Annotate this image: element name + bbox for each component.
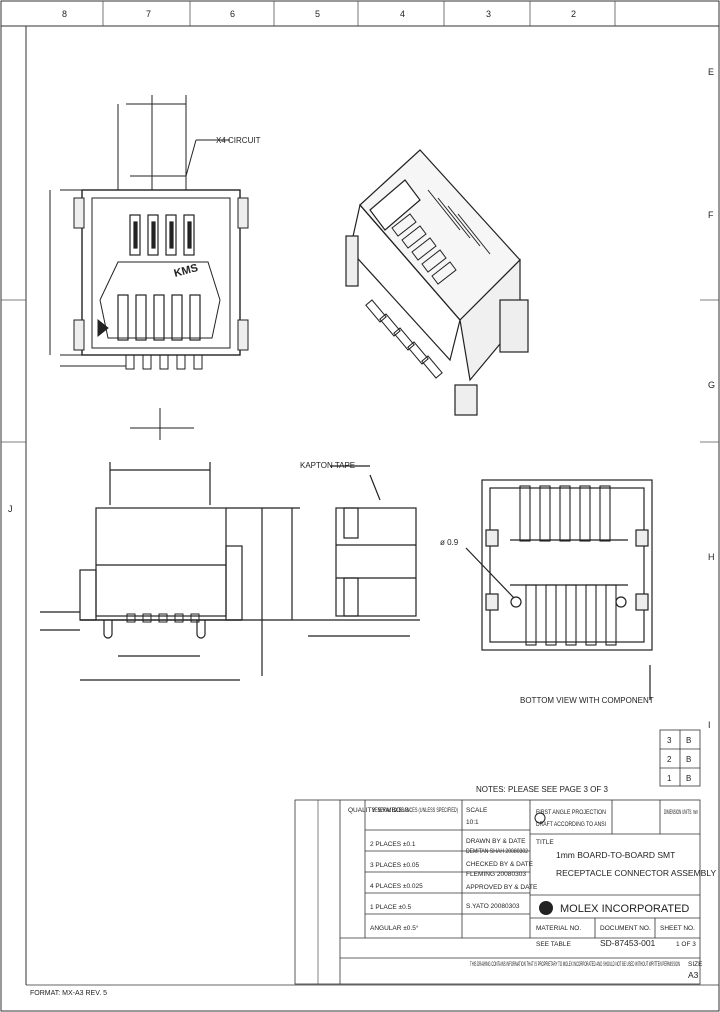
zone-number: 4 [400, 9, 405, 19]
angular-tolerance: ANGULAR ±0.5° [370, 924, 419, 932]
title-label: TITLE [536, 839, 554, 846]
title-line-2: RECEPTACLE CONNECTOR ASSEMBLY [556, 868, 716, 878]
zone-letter: G [708, 380, 715, 390]
zone-number: 6 [230, 9, 235, 19]
document-number: SD-87453-001 [600, 938, 656, 948]
molex-logo-icon [539, 901, 553, 915]
zone-letter: I [708, 720, 711, 730]
zone-letter: E [708, 67, 714, 77]
revision-table [659, 729, 701, 787]
tolerance-3-places: 3 PLACES ±0.05 [370, 862, 419, 869]
scale-label: SCALE [466, 807, 488, 814]
zone-number: 3 [486, 9, 491, 19]
front-view [40, 462, 300, 681]
top-view [49, 95, 249, 440]
zone-number: 7 [146, 9, 151, 19]
isometric-view [345, 149, 529, 416]
rev-letter: B [686, 774, 691, 783]
rev-letter: B [686, 736, 691, 745]
tolerance-1-place: 1 PLACE ±0.5 [370, 904, 412, 911]
size-label: SIZE [688, 961, 703, 968]
zone-number: 5 [315, 9, 320, 19]
approved-label: APPROVED BY & DATE [466, 884, 538, 891]
first-angle-note: FIRST ANGLE PROJECTION [536, 809, 606, 816]
title-line-1: 1mm BOARD-TO-BOARD SMT [556, 850, 675, 860]
drafting-standard: DRAFT ACCORDING TO ANSI [536, 821, 606, 828]
zone-number: 8 [62, 9, 67, 19]
hole-note: ø 0.9 [440, 538, 459, 547]
zone-letter: F [708, 210, 714, 220]
checked-value: FLEMING 20080303 [466, 871, 526, 878]
notes-reference: NOTES: PLEASE SEE PAGE 3 OF 3 [476, 785, 608, 794]
circuit-note: X4 CIRCUIT [216, 136, 261, 145]
company-name: MOLEX INCORPORATED [560, 903, 689, 915]
zone-number: 2 [571, 9, 576, 19]
size-value: A3 [688, 970, 699, 980]
format-note: FORMAT: MX-A3 REV. 5 [30, 990, 107, 997]
quality-symbols-label: QUALITY SYMBOLS [348, 807, 410, 814]
rev-letter: B [686, 755, 691, 764]
drawn-value: DEMITAN SHAH 20080302 [466, 848, 528, 855]
top-zone-numbers: 8 7 6 5 4 3 2 [62, 9, 576, 19]
left-zone-letters: J [8, 504, 13, 514]
material-label: MATERIAL NO. [536, 925, 581, 932]
kms-label: KMS [173, 262, 200, 280]
tolerance-header: GENERAL TOLERANCES (UNLESS SPECIFIED) [372, 807, 458, 814]
material-value: SEE TABLE [536, 941, 571, 948]
units-note: DIMENSION UNITS: mm [664, 809, 698, 816]
zone-letter: H [708, 552, 715, 562]
projection-symbol-icon [534, 812, 546, 824]
tolerance-4-places: 4 PLACES ±0.025 [370, 883, 423, 890]
tolerance-2-places: 2 PLACES ±0.1 [370, 841, 416, 848]
checked-label: CHECKED BY & DATE [466, 861, 534, 868]
confidential-line: THIS DRAWING CONTAINS INFORMATION THAT I… [470, 961, 680, 968]
sheet-label: SHEET NO. [660, 925, 695, 932]
zone-letter: J [8, 504, 13, 514]
drawn-label: DRAWN BY & DATE [466, 838, 526, 845]
rev-number: 2 [667, 755, 672, 764]
rev-number: 1 [667, 774, 672, 783]
side-view [300, 465, 420, 637]
rev-number: 3 [667, 736, 672, 745]
approved-value: S.YATO 20080303 [466, 903, 520, 910]
bottom-view-detail [465, 479, 653, 700]
title-block [294, 799, 701, 985]
top-zone-ticks [102, 1, 616, 26]
right-zone-letters: E F G H I [708, 67, 715, 730]
scale-value: 10:1 [466, 819, 479, 826]
sheet-value: 1 OF 3 [676, 941, 696, 948]
document-label: DOCUMENT NO. [600, 925, 651, 932]
detail-label: BOTTOM VIEW WITH COMPONENT [520, 696, 654, 705]
kapton-tape-note: KAPTON TAPE [300, 461, 355, 470]
